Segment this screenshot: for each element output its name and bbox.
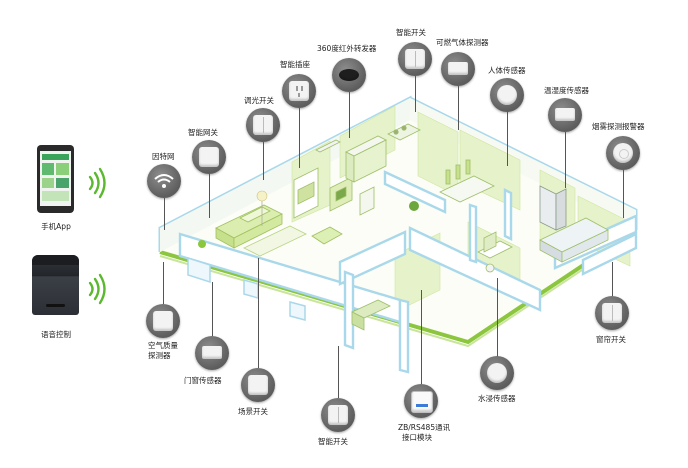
gateway-leader-line <box>209 174 210 218</box>
ir-puck-icon <box>339 69 359 81</box>
air-quality-label-2: 探测器 <box>148 351 171 360</box>
door-window-label: 门窗传感器 <box>184 376 222 385</box>
zb-module-label-1: ZB/RS485通讯 <box>398 423 451 432</box>
dimmer-leader-line <box>263 142 264 180</box>
smart-socket-leader-line <box>299 108 300 168</box>
interface-module-icon <box>411 391 433 413</box>
dimmer-label: 调光开关 <box>244 96 274 105</box>
phone-image <box>37 145 74 213</box>
zb-module-label-2: 接口模块 <box>402 433 432 442</box>
human-sensor-callout <box>490 78 524 112</box>
human-sensor-label: 人体传感器 <box>488 66 526 75</box>
gas-detector-icon <box>448 62 468 75</box>
smart-switch-top-leader-line <box>415 76 416 112</box>
switch-icon <box>328 405 348 425</box>
smart-switch-top-label: 智能开关 <box>396 28 426 37</box>
dimmer-switch-icon <box>253 115 273 135</box>
ir-transmitter-label: 360度红外转发器 <box>317 44 377 53</box>
curtain-switch-leader-line <box>612 262 613 296</box>
ir-transmitter-callout <box>332 58 366 92</box>
smart-switch-bottom-callout <box>321 398 355 432</box>
gas-detector-label: 可燃气体探测器 <box>436 38 489 47</box>
smoke-alarm-leader-line <box>623 170 624 218</box>
water-sensor-leader-line <box>497 278 498 358</box>
wifi-icon <box>154 174 174 188</box>
scene-switch-icon <box>248 375 268 395</box>
armchair <box>311 226 343 245</box>
smart-socket-callout <box>282 74 316 108</box>
scene-switch-label: 场景开关 <box>238 407 268 416</box>
smoke-detector-icon <box>613 143 633 163</box>
study-desk <box>351 299 391 331</box>
bathroom <box>477 231 513 273</box>
door-window-callout <box>195 336 229 370</box>
air-quality-sensor-icon <box>153 311 173 331</box>
phone-screen <box>40 151 71 206</box>
switch-icon <box>405 49 425 69</box>
smoke-alarm-label: 烟雾探测报警器 <box>592 122 645 131</box>
ir-transmitter-leader-line <box>349 92 350 138</box>
internet-callout <box>147 164 181 198</box>
wifi-signal-icon <box>88 273 106 305</box>
app-label: 手机App <box>41 222 71 231</box>
human-sensor-leader-line <box>507 112 508 166</box>
socket-icon <box>289 81 309 101</box>
air-quality-callout <box>146 304 180 338</box>
air-quality-leader-line <box>163 262 164 304</box>
smart-switch-bottom-leader-line <box>338 346 339 398</box>
internet-label: 因特网 <box>152 152 175 161</box>
smart-switch-bottom-label: 智能开关 <box>318 437 348 446</box>
wifi-signal-icon <box>88 167 106 199</box>
floor-lamp <box>256 190 268 202</box>
curtain-switch-label: 窗帘开关 <box>596 335 626 344</box>
kitchen <box>315 123 421 216</box>
door-sensor-icon <box>202 346 222 359</box>
sofa <box>215 204 283 249</box>
voice-control-label: 语音控制 <box>41 330 71 339</box>
internet-leader-line <box>164 198 165 230</box>
dimmer-callout <box>246 108 280 142</box>
water-leak-sensor-icon <box>487 363 507 383</box>
windows <box>187 256 306 321</box>
smoke-alarm-callout <box>606 136 640 170</box>
bed <box>539 217 609 263</box>
water-sensor-label: 水浸传感器 <box>478 394 516 403</box>
temp-humidity-leader-line <box>565 132 566 188</box>
gas-detector-callout <box>441 52 475 86</box>
smart-switch-top-callout <box>398 42 432 76</box>
smart-socket-label: 智能插座 <box>280 60 310 69</box>
scene-switch-callout <box>241 368 275 402</box>
interior-walls <box>178 170 638 374</box>
coffee-table <box>243 225 307 257</box>
plant <box>409 201 419 211</box>
switch-icon <box>602 303 622 323</box>
temp-humidity-label: 温湿度传感器 <box>544 86 589 95</box>
gas-detector-leader-line <box>458 86 459 130</box>
thermometer-device-icon <box>555 108 575 121</box>
zb-module-leader-line <box>421 290 422 384</box>
temp-humidity-callout <box>548 98 582 132</box>
scene-switch-leader-line <box>258 258 259 368</box>
air-quality-label-1: 空气质量 <box>148 341 178 350</box>
smart-speaker-image <box>32 255 79 315</box>
fridge <box>539 185 567 231</box>
motion-sensor-icon <box>497 85 517 105</box>
gateway-label: 智能网关 <box>188 128 218 137</box>
gateway-callout <box>192 140 226 174</box>
curtain-switch-callout <box>595 296 629 330</box>
door-window-leader-line <box>212 282 213 336</box>
zb-module-callout <box>404 384 438 418</box>
dining-table <box>439 159 495 203</box>
tv-cabinet <box>293 167 353 219</box>
gateway-device-icon <box>199 147 219 167</box>
water-sensor-callout <box>480 356 514 390</box>
